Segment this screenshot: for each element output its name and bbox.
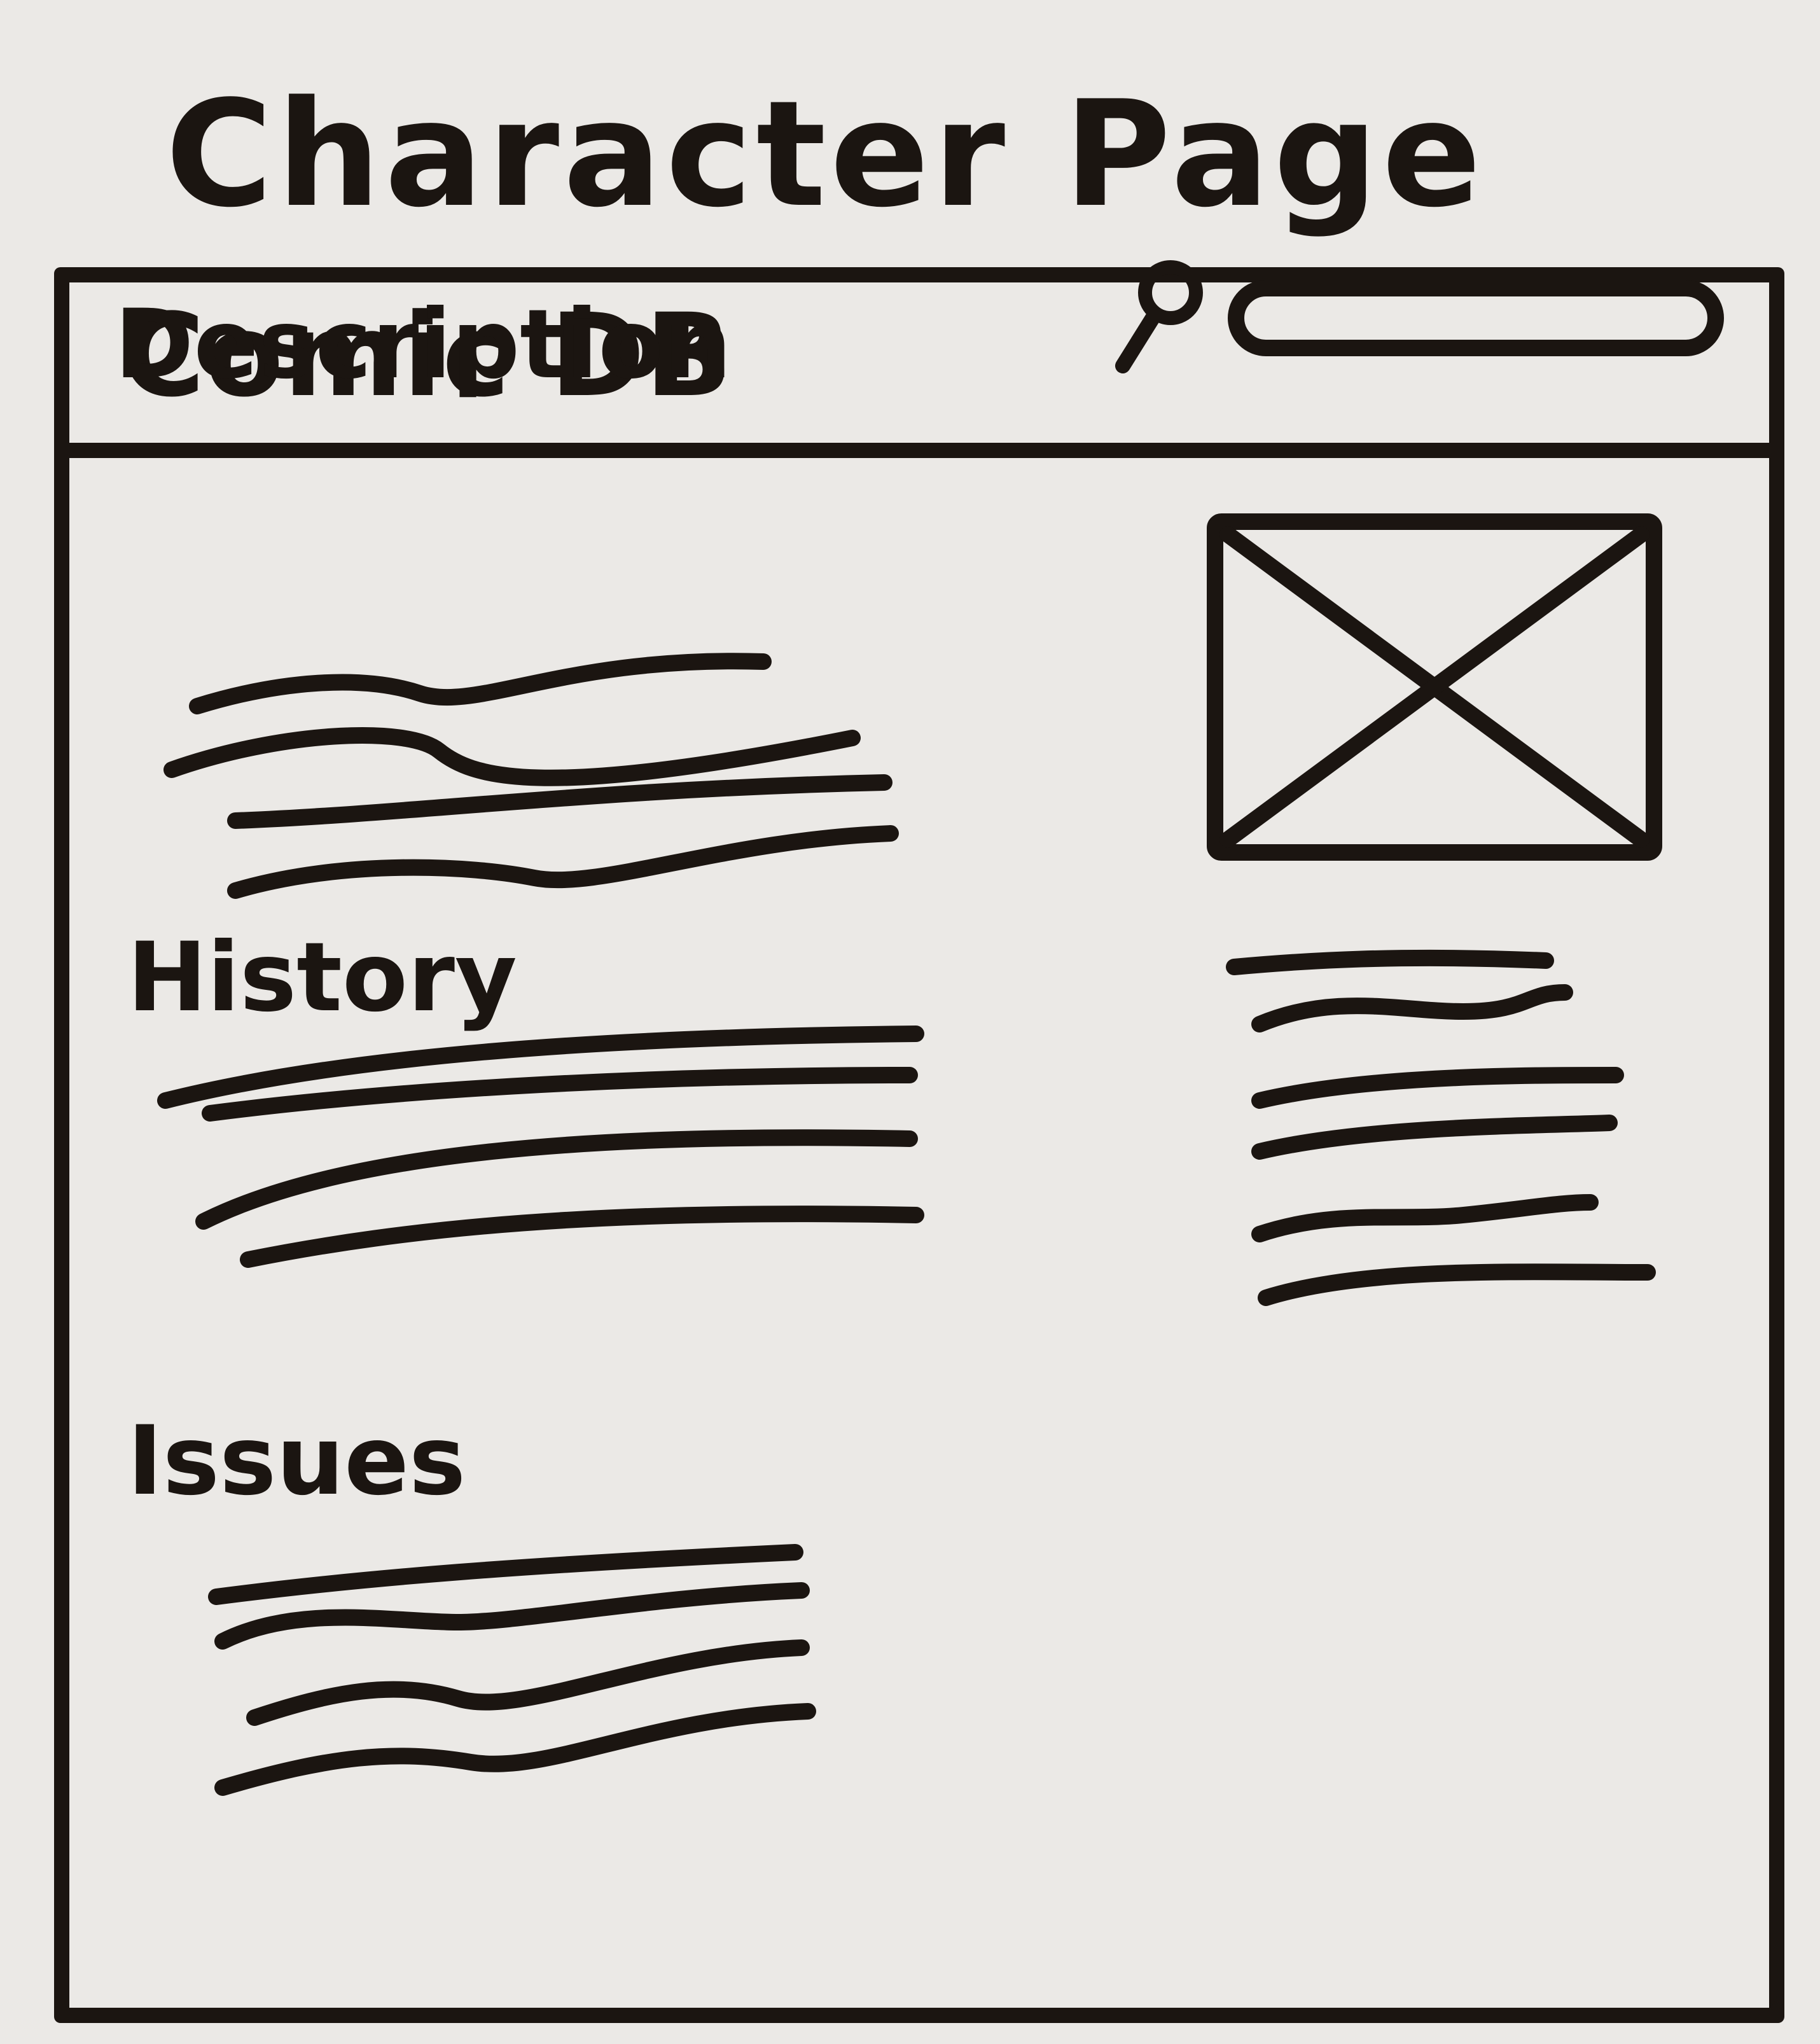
section-heading-history: History	[127, 922, 517, 1033]
page-title: Character Page	[165, 70, 1485, 240]
search-icon[interactable]	[1107, 254, 1215, 375]
description-text-lines	[163, 653, 899, 899]
image-placeholder-icon	[1207, 513, 1662, 861]
history-text-lines	[157, 1025, 924, 1268]
issues-text-lines	[208, 1544, 816, 1796]
search-input[interactable]	[1228, 280, 1724, 356]
character-info-lines	[1226, 949, 1656, 1306]
site-brand[interactable]: Comic DB	[121, 289, 732, 422]
section-heading-description: Description	[115, 289, 732, 400]
section-heading-issues: Issues	[127, 1406, 466, 1517]
browser-frame	[54, 267, 1784, 2023]
header-bar	[54, 267, 1784, 458]
